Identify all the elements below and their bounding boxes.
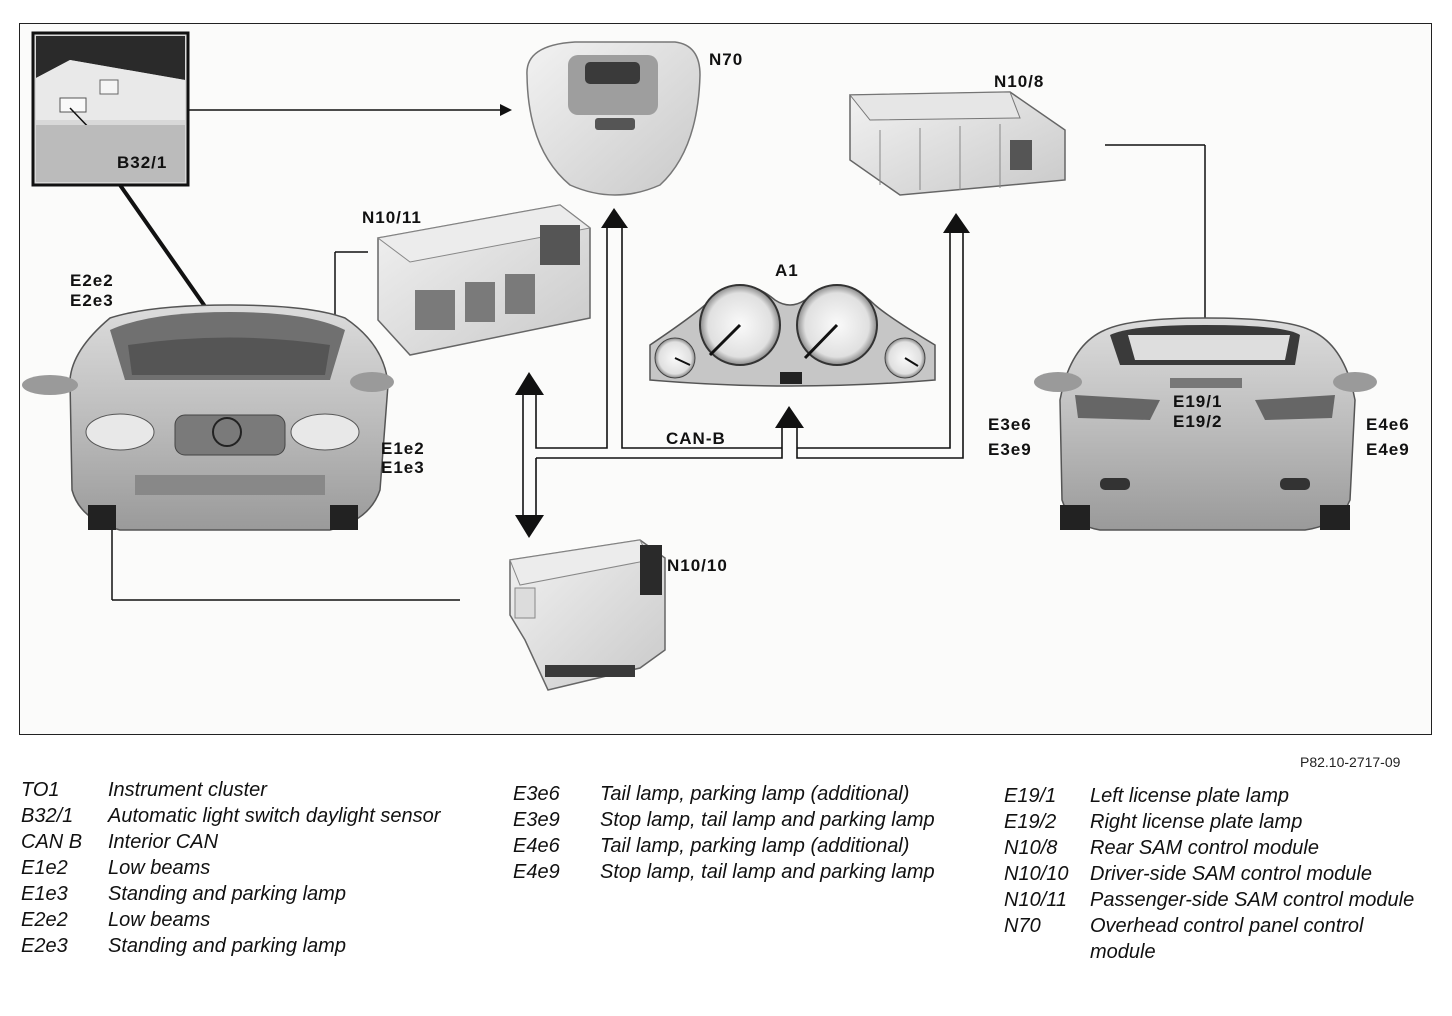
legend-code: E3e9: [513, 809, 560, 831]
legend-row: E1e2 Low beams: [21, 855, 441, 881]
label-n70: N70: [709, 50, 744, 69]
legend-column-1: TO1 Instrument cluster B32/1 Automatic lig…: [21, 777, 441, 959]
legend-description: Standing and parking lamp: [108, 935, 346, 957]
legend-code: E2e2: [21, 909, 68, 931]
legend-code: N70: [1004, 915, 1041, 937]
legend-description: Low beams: [108, 909, 211, 931]
legend-code: E4e9: [513, 861, 560, 883]
legend-row: E3e9 Stop lamp, tail lamp and parking lam…: [513, 807, 953, 833]
n10-11-module: [376, 204, 592, 356]
label-b32-1: B32/1: [117, 153, 168, 172]
legend-code: E2e3: [21, 935, 68, 957]
label-can-b: CAN-B: [666, 429, 726, 448]
figure-code: P82.10-2717-09: [1300, 754, 1401, 770]
label-e3e9: E3e9: [988, 440, 1032, 459]
legend-row: E2e3 Standing and parking lamp: [21, 933, 441, 959]
legend-description: Instrument cluster: [108, 779, 267, 801]
legend-row: CAN B Interior CAN: [21, 829, 441, 855]
label-e3e6: E3e6: [988, 415, 1032, 434]
legend-description: Rear SAM control module: [1090, 837, 1319, 859]
label-a1: A1: [775, 261, 799, 280]
legend-code: CAN B: [21, 831, 83, 853]
legend-row: E3e6 Tail lamp, parking lamp (additional): [513, 781, 953, 807]
n10-8-module: [848, 91, 1066, 196]
legend-description: Driver-side SAM control module: [1090, 863, 1372, 885]
legend-row: E19/1 Left license plate lamp: [1004, 783, 1424, 809]
legend-code: TO1: [21, 779, 60, 801]
legend-description: Stop lamp, tail lamp and parking lamp: [600, 861, 935, 883]
label-e4e9: E4e9: [1366, 440, 1410, 459]
legend-code: E19/1: [1004, 785, 1057, 807]
legend-description: Left license plate lamp: [1090, 785, 1290, 807]
legend-description: Right license plate lamp: [1090, 811, 1303, 833]
label-n10-11: N10/11: [362, 208, 422, 227]
legend-description: Low beams: [108, 857, 211, 879]
legend-row: B32/1 Automatic light switch daylight sen…: [21, 803, 441, 829]
legend-description: Interior CAN: [108, 831, 219, 853]
label-e4e6: E4e6: [1366, 415, 1410, 434]
legend-code: B32/1: [21, 805, 74, 827]
legend-row: E4e6 Tail lamp, parking lamp (additional): [513, 833, 953, 859]
legend-row: N10/10 Driver-side SAM control module: [1004, 861, 1424, 887]
label-e1e3: E1e3: [381, 458, 425, 477]
legend-code: N10/11: [1004, 889, 1068, 911]
legend-code: E4e6: [513, 835, 560, 857]
legend-row: E2e2 Low beams: [21, 907, 441, 933]
legend-row: N70 Overhead control panel control module: [1004, 913, 1424, 965]
rear-car-image: [1034, 317, 1377, 531]
label-e19-2: E19/2: [1173, 412, 1223, 431]
label-e19-1: E19/1: [1173, 392, 1223, 411]
legend-code: E1e3: [21, 883, 68, 905]
legend-code: N10/10: [1004, 863, 1069, 885]
legend-row: E1e3 Standing and parking lamp: [21, 881, 441, 907]
legend-row: N10/11 Passenger-side SAM control module: [1004, 887, 1424, 913]
legend-column-3: E19/1 Left license plate lamp E19/2 Right …: [1004, 783, 1424, 965]
legend-description: Tail lamp, parking lamp (additional): [600, 835, 910, 857]
legend-description: Standing and parking lamp: [108, 883, 346, 905]
legend-row: TO1 Instrument cluster: [21, 777, 441, 803]
legend-description: Overhead control panel control module: [1090, 915, 1364, 963]
a1-instrument-cluster: [649, 284, 936, 387]
label-e2e2: E2e2: [70, 271, 114, 290]
label-n10-10: N10/10: [667, 556, 728, 575]
label-e2e3: E2e3: [70, 291, 114, 310]
legend-code: E19/2: [1004, 811, 1057, 833]
legend-description: Automatic light switch daylight sensor: [108, 805, 441, 827]
label-e1e2: E1e2: [381, 439, 425, 458]
can-b-arrowheads: [515, 208, 970, 538]
front-car-image: [22, 304, 394, 531]
legend-row: E4e9 Stop lamp, tail lamp and parking lam…: [513, 859, 953, 885]
legend-code: E1e2: [21, 857, 68, 879]
can-b-bus: [522, 228, 964, 515]
legend-code: N10/8: [1004, 837, 1058, 859]
b32-1-sensor-inset: [31, 31, 190, 187]
legend-description: Tail lamp, parking lamp (additional): [600, 783, 910, 805]
legend-row: E19/2 Right license plate lamp: [1004, 809, 1424, 835]
legend-code: E3e6: [513, 783, 560, 805]
legend-description: Stop lamp, tail lamp and parking lamp: [600, 809, 935, 831]
legend-description: Passenger-side SAM control module: [1090, 889, 1415, 911]
label-n10-8: N10/8: [994, 72, 1045, 91]
n70-overhead-panel: [526, 41, 701, 196]
legend-row: N10/8 Rear SAM control module: [1004, 835, 1424, 861]
n10-10-module: [509, 539, 666, 691]
wiring-diagram: [22, 31, 1377, 691]
